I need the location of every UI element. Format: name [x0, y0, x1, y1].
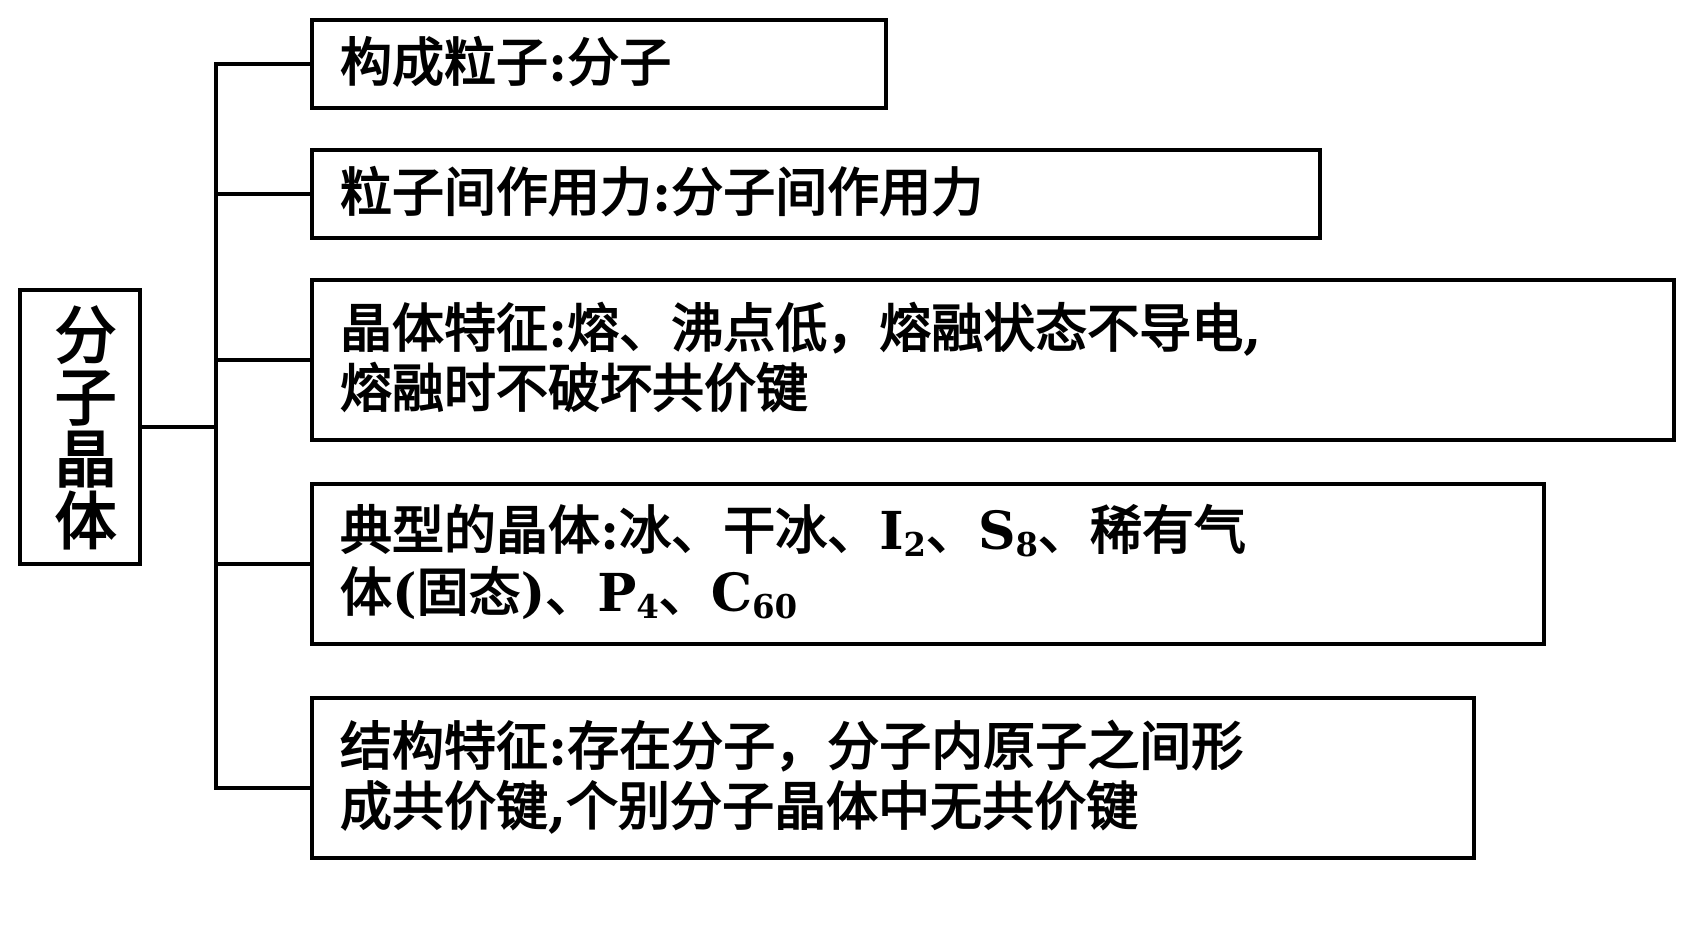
node-interparticle-force[interactable]: 粒子间作用力:分子间作用力 [310, 148, 1322, 240]
connector-root-stub [142, 425, 218, 429]
connector-trunk [214, 62, 218, 790]
node-typical-crystals[interactable]: 典型的晶体:冰、干冰、I2、S8、稀有气 体(固态)、P4、C60 [310, 482, 1546, 646]
connector-branch-1 [214, 62, 314, 66]
root-node-label: 分子晶体 [43, 303, 117, 551]
node-typical-crystals-line-2: 体(固态)、P4、C60 [340, 563, 798, 627]
connector-branch-2 [214, 192, 314, 196]
node-structural-features-line-1: 结构特征:存在分子，分子内原子之间形 [340, 716, 1244, 778]
node-structural-features[interactable]: 结构特征:存在分子，分子内原子之间形 成共价键,个别分子晶体中无共价键 [310, 696, 1476, 860]
node-composition[interactable]: 构成粒子:分子 [310, 18, 888, 110]
connector-branch-3 [214, 358, 314, 362]
connector-branch-5 [214, 786, 314, 790]
node-crystal-properties-line-2: 熔融时不破坏共价键 [340, 359, 809, 420]
node-typical-crystals-line-1: 典型的晶体:冰、干冰、I2、S8、稀有气 [340, 500, 1246, 564]
root-node-molecular-crystal[interactable]: 分子晶体 [18, 288, 142, 566]
node-crystal-properties-line-1: 晶体特征:熔、沸点低，熔融状态不导电, [340, 298, 1262, 360]
node-composition-line-1: 构成粒子:分子 [340, 32, 672, 94]
node-crystal-properties[interactable]: 晶体特征:熔、沸点低，熔融状态不导电, 熔融时不破坏共价键 [310, 278, 1676, 442]
node-interparticle-force-line-1: 粒子间作用力:分子间作用力 [340, 162, 984, 224]
node-structural-features-line-2: 成共价键,个别分子晶体中无共价键 [340, 777, 1139, 838]
connector-branch-4 [214, 562, 314, 566]
